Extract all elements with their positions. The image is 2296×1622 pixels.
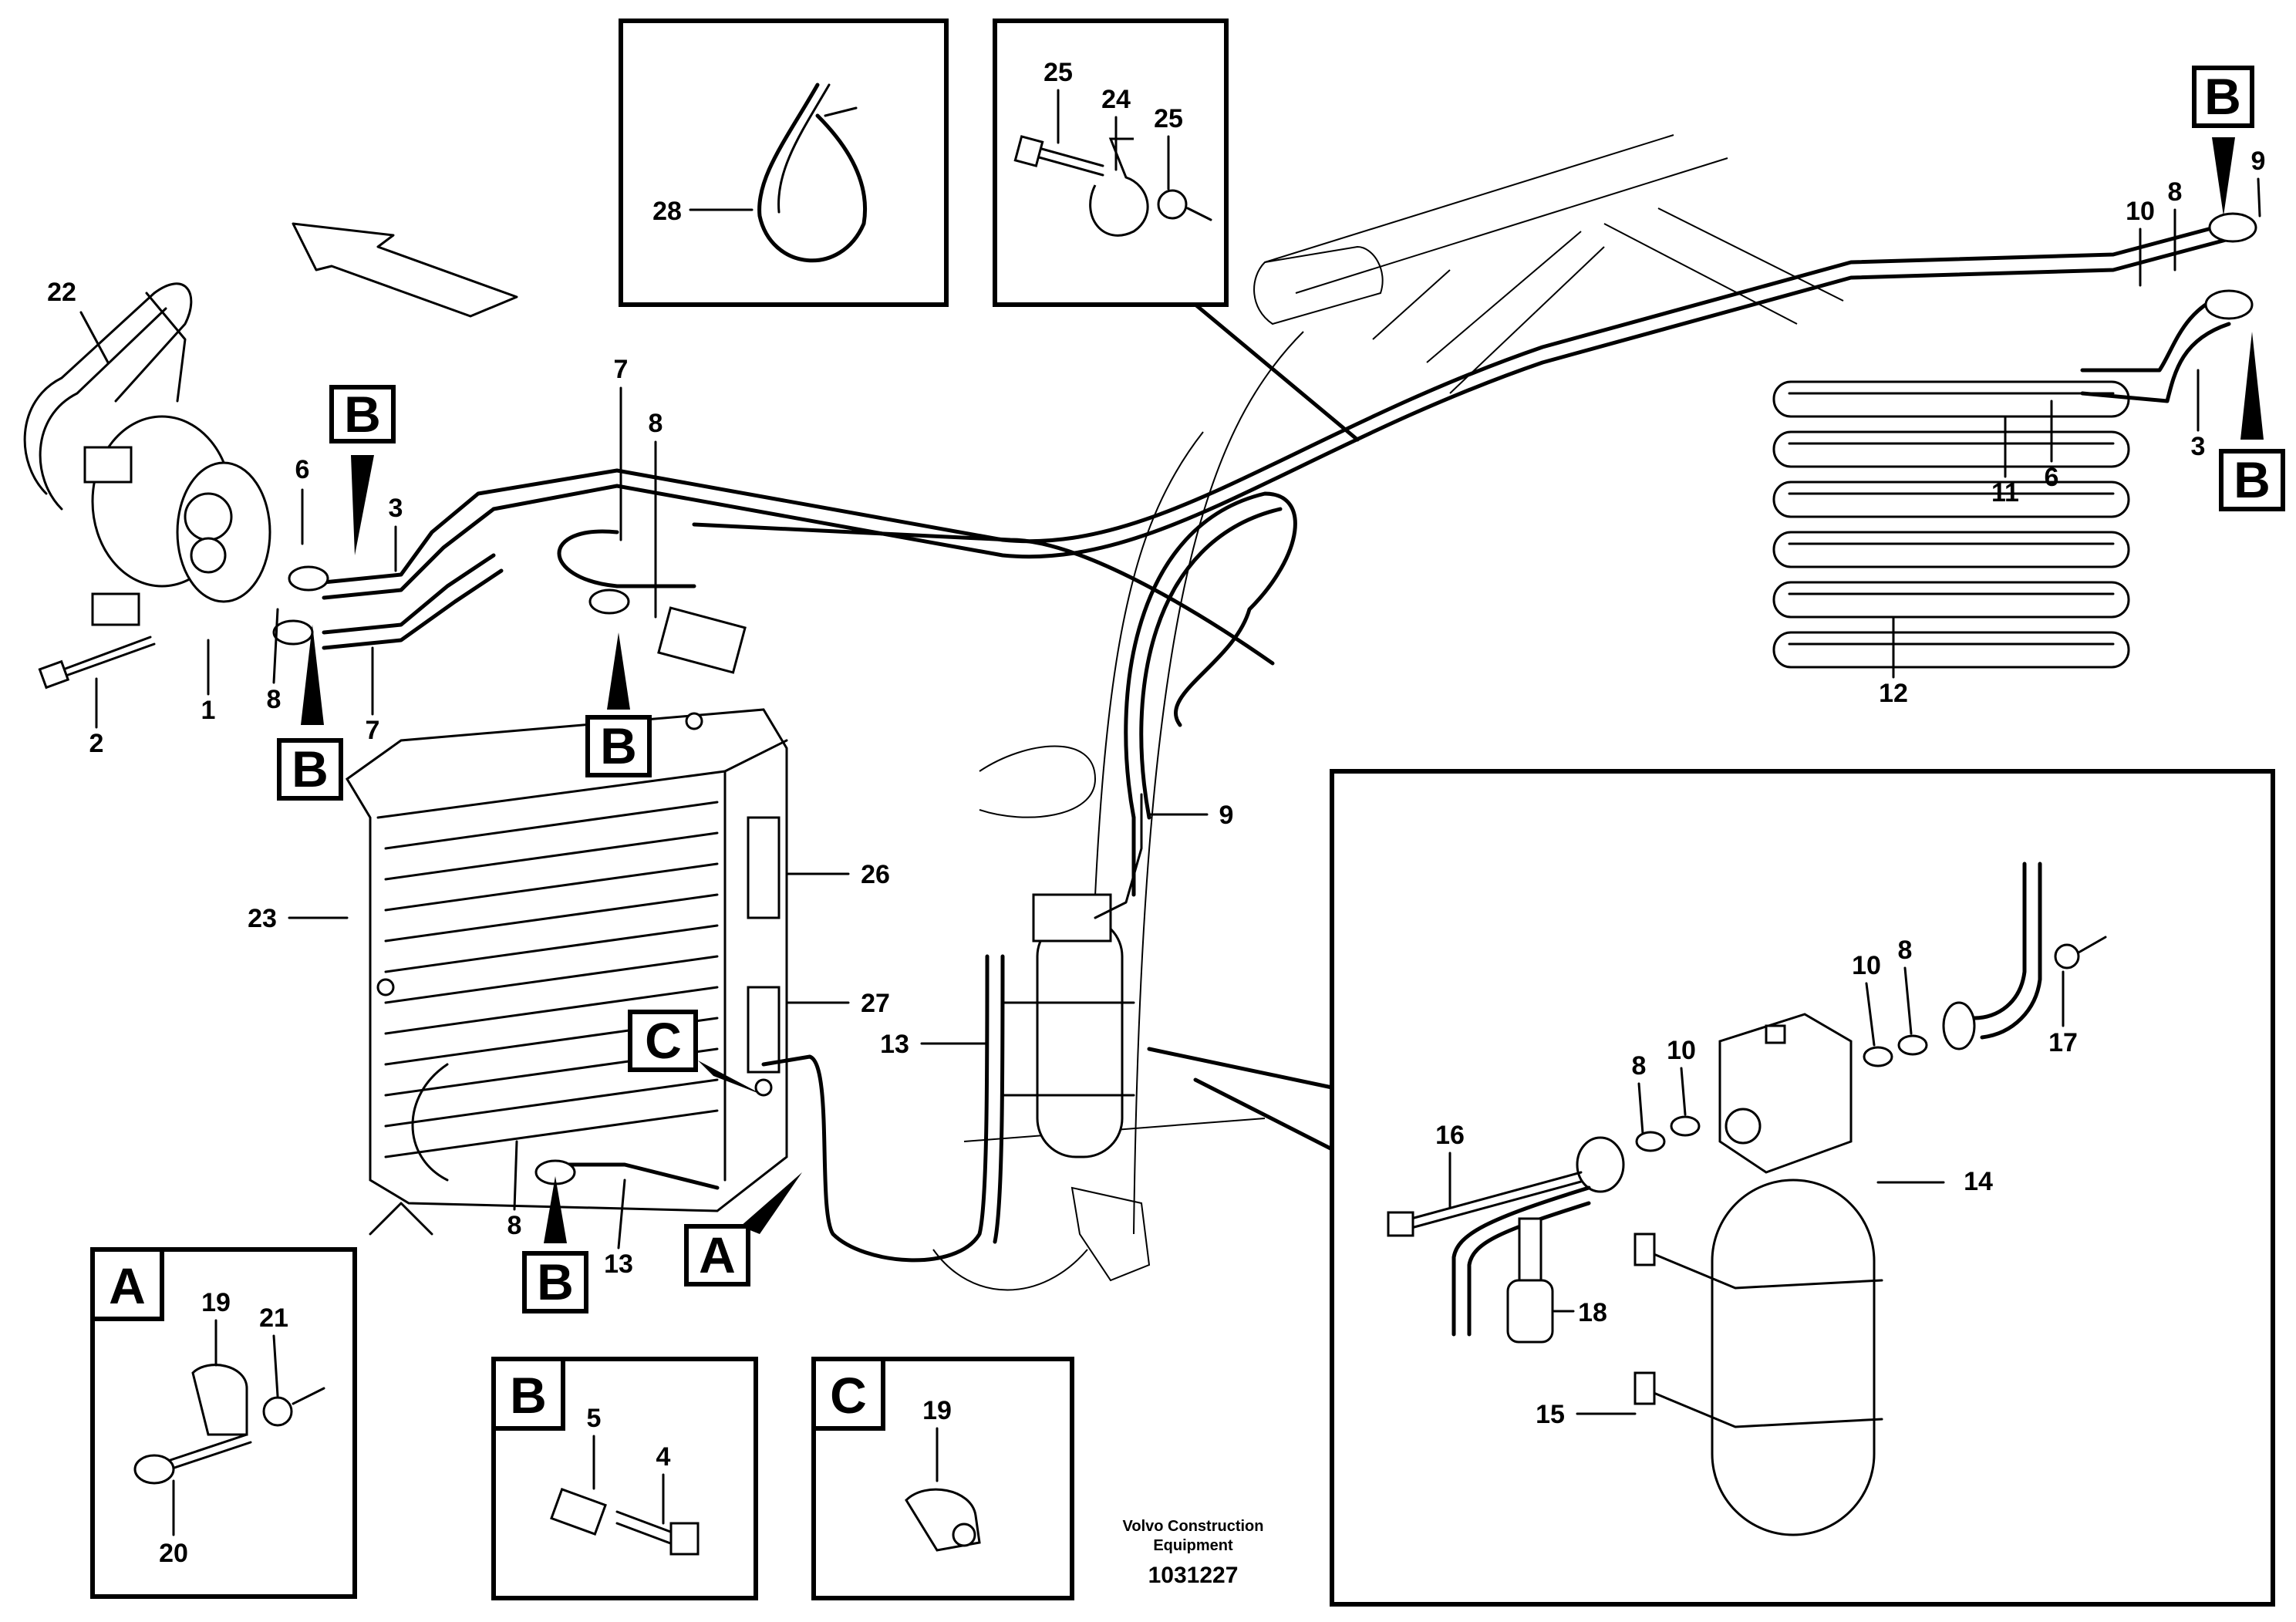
detail-a-tag: A: [109, 1257, 146, 1314]
evaporator: [1772, 380, 2130, 669]
label-8-drier-right: 8: [1898, 936, 1913, 965]
label-6-compressor: 6: [295, 455, 310, 484]
label-13-drier: 13: [880, 1030, 909, 1059]
receiver-drier: [1001, 793, 1143, 1158]
tag-b-evaporator-bottom: B: [2234, 451, 2271, 508]
tag-c-main: C: [645, 1012, 682, 1069]
detail-b-tag: B: [510, 1367, 547, 1424]
label-12: 12: [1879, 679, 1908, 708]
detail-c: C 19: [811, 1357, 1074, 1600]
label-22: 22: [47, 278, 76, 307]
bolt-2: [38, 636, 156, 690]
label-1: 1: [201, 696, 216, 725]
label-8-drier-left: 8: [1632, 1051, 1647, 1081]
detail-b: B 5 4: [491, 1357, 758, 1600]
tag-a-main: A: [699, 1226, 736, 1283]
label-24: 24: [1101, 85, 1131, 114]
credit-line-2: Equipment: [1153, 1537, 1233, 1554]
tag-b-condenser: B: [600, 717, 637, 774]
label-20: 20: [159, 1539, 188, 1568]
tag-b-compressor-top: B: [344, 386, 381, 443]
hoses: [322, 221, 2231, 1263]
label-7-top: 7: [614, 355, 629, 384]
label-19-a: 19: [201, 1288, 231, 1317]
condenser-fins: [384, 801, 719, 1158]
credit-block: Volvo Construction Equipment 1031227: [1123, 1518, 1264, 1588]
detail-receiver-drier: 14 15 16 17 18 8 10 10 8: [1147, 769, 2275, 1607]
direction-arrow: [292, 222, 518, 318]
tag-b-main-bottom: B: [537, 1253, 574, 1310]
compressor: [23, 282, 271, 626]
label-5: 5: [587, 1404, 602, 1433]
label-10-drier-right: 10: [1852, 951, 1881, 980]
label-3-compressor: 3: [389, 494, 403, 523]
label-7-compressor: 7: [366, 716, 380, 745]
label-25-right: 25: [1154, 104, 1183, 133]
label-4: 4: [656, 1442, 671, 1472]
pointer: [351, 455, 374, 555]
detail-clamp: 25 24 25: [993, 19, 1360, 442]
label-13-bottom: 13: [604, 1249, 633, 1279]
label-28: 28: [652, 197, 682, 226]
label-19-c: 19: [922, 1396, 952, 1425]
detail-cable-tie: 28: [619, 19, 949, 307]
detail-a: A 19 21 20: [90, 1247, 357, 1599]
condenser: [346, 708, 788, 1236]
label-3-evaporator: 3: [2191, 432, 2206, 461]
locator-tags: B B B B B C A B: [277, 66, 2285, 1313]
label-26: 26: [861, 860, 890, 889]
label-8-compressor: 8: [267, 685, 282, 714]
label-17: 17: [2048, 1028, 2078, 1057]
label-25-left: 25: [1043, 58, 1073, 87]
fittings: [272, 212, 2257, 1185]
label-8-evaporator: 8: [2168, 177, 2183, 207]
label-21: 21: [259, 1303, 288, 1333]
credit-line-1: Volvo Construction: [1123, 1518, 1264, 1535]
label-10-drier-left: 10: [1667, 1036, 1696, 1065]
label-23: 23: [248, 904, 277, 933]
label-10-evaporator: 10: [2126, 197, 2155, 226]
label-27: 27: [861, 989, 890, 1018]
label-14: 14: [1964, 1167, 1993, 1196]
machine-frame: [932, 134, 1844, 1291]
label-9-hose: 9: [1219, 801, 1234, 830]
label-16: 16: [1435, 1121, 1465, 1150]
label-8-top: 8: [649, 409, 663, 438]
label-18: 18: [1578, 1298, 1607, 1327]
label-9-evaporator: 9: [2251, 147, 2266, 176]
label-6-evaporator: 6: [2045, 463, 2059, 492]
main-callouts: 22 1 2 6 3 8 7 7 8 9 26 27 23 13 8 13 12…: [47, 147, 2265, 1279]
document-number: 1031227: [1148, 1563, 1239, 1588]
label-15: 15: [1536, 1400, 1565, 1429]
tag-b-evaporator-top: B: [2204, 68, 2241, 125]
label-8-bottom: 8: [507, 1211, 522, 1240]
label-2: 2: [89, 729, 104, 758]
detail-c-tag: C: [830, 1367, 867, 1424]
tag-b-compressor-bottom: B: [292, 740, 329, 798]
label-11: 11: [1991, 478, 2019, 508]
